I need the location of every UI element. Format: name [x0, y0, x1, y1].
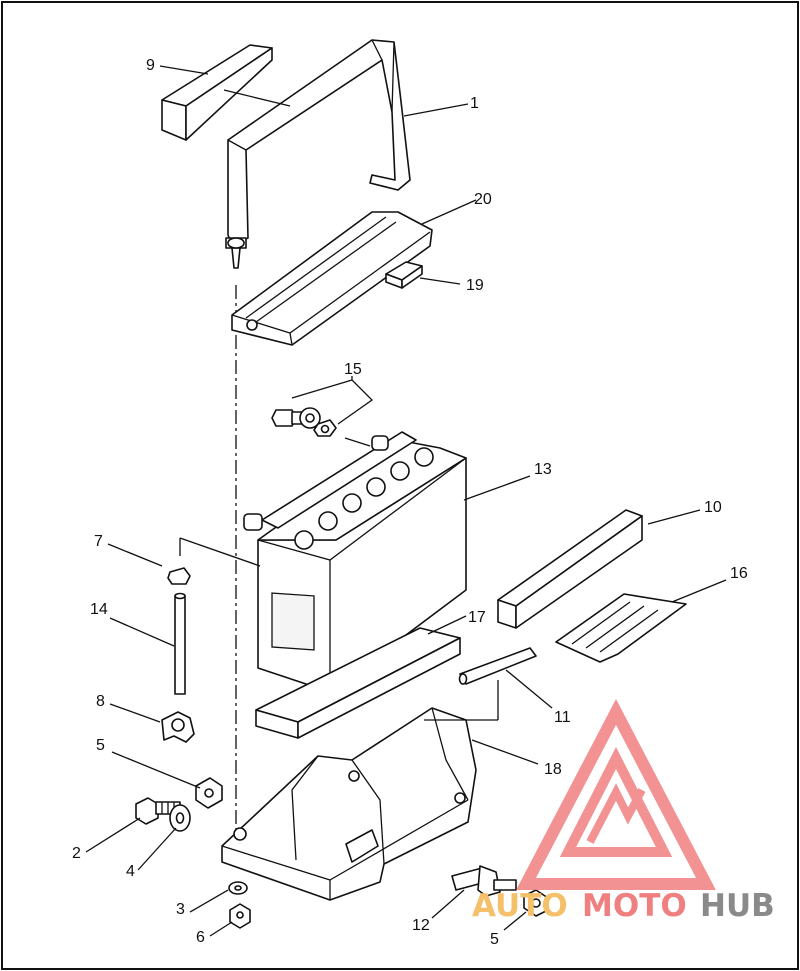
callout-1: 1 — [470, 95, 479, 112]
part-18-tray — [221, 707, 477, 901]
callout-20: 20 — [474, 191, 492, 208]
callout-14: 14 — [90, 601, 108, 618]
callout-10: 10 — [704, 499, 722, 516]
part-9-pad — [161, 44, 273, 141]
part-8-clip — [161, 711, 195, 743]
part-19-small-pad — [385, 261, 423, 289]
part-10-bar — [497, 509, 643, 629]
watermark-text: AUTO MOTO HUB — [472, 888, 775, 924]
callout-13: 13 — [534, 461, 552, 478]
callout-18: 18 — [544, 761, 562, 778]
callout-3: 3 — [176, 901, 185, 918]
part-7-cap — [167, 567, 191, 585]
callout-19: 19 — [466, 277, 484, 294]
part-5-nut-upper — [195, 777, 223, 809]
callout-8: 8 — [96, 693, 105, 710]
part-15-hardware — [271, 407, 337, 437]
part-11-tube — [458, 647, 537, 685]
callout-16: 16 — [730, 565, 748, 582]
part-6-nut — [229, 903, 251, 929]
leader-lines — [85, 65, 727, 937]
callout-6: 6 — [196, 929, 205, 946]
watermark-logo — [516, 699, 716, 890]
watermark-auto: AUTO — [472, 888, 568, 924]
callout-7: 7 — [94, 533, 103, 550]
callout-12: 12 — [412, 917, 430, 934]
watermark-moto: MOTO — [582, 888, 687, 924]
part-13-battery — [243, 431, 467, 693]
callout-11: 11 — [554, 709, 571, 726]
part-3-washer — [228, 881, 248, 895]
callout-17: 17 — [468, 609, 486, 626]
callout-9: 9 — [146, 57, 155, 74]
callout-15: 15 — [344, 361, 362, 378]
part-12-bolt — [451, 865, 517, 897]
part-16-label — [555, 593, 687, 663]
part-17-pad — [255, 627, 461, 739]
part-5-nut-lower — [523, 889, 549, 917]
callout-4: 4 — [126, 863, 135, 880]
part-4-washer — [169, 804, 191, 832]
callout-5-upper: 5 — [96, 737, 105, 754]
part-1-strap — [225, 39, 411, 269]
part-14-tube — [174, 592, 186, 695]
part-20-cover — [231, 211, 433, 346]
callout-5-lower: 5 — [490, 931, 499, 948]
callout-2: 2 — [72, 845, 81, 862]
watermark-hub: HUB — [700, 888, 775, 924]
